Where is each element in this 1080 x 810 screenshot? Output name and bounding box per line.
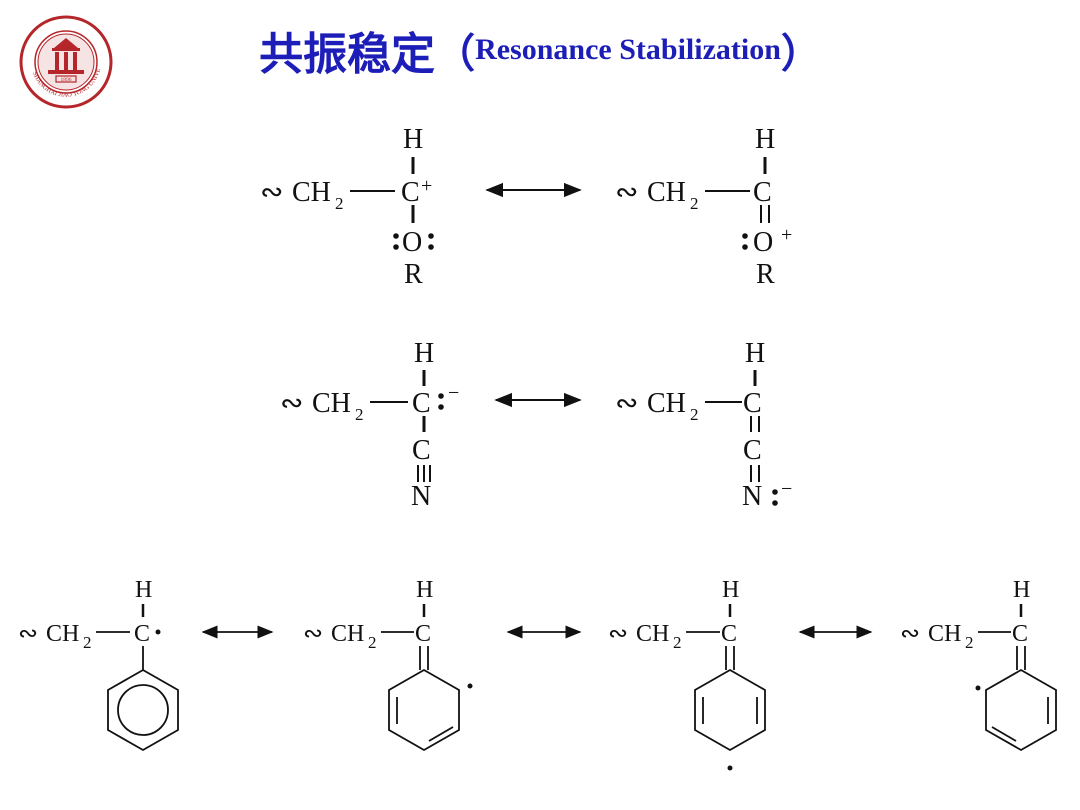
c-atom: C bbox=[415, 621, 431, 647]
title-english: Resonance Stabilization bbox=[475, 33, 781, 66]
ch2-label: CH bbox=[636, 621, 669, 647]
ch2-label: CH bbox=[46, 621, 79, 647]
c-atom: C bbox=[412, 388, 431, 419]
h-atom: H bbox=[722, 577, 739, 603]
r-group: R bbox=[404, 259, 423, 290]
h-atom: H bbox=[1013, 577, 1030, 603]
h-atom: H bbox=[403, 124, 423, 155]
carbocation-form-1: ∾ CH 2 H C + O R bbox=[260, 124, 434, 290]
subscript-2: 2 bbox=[965, 633, 974, 652]
n-atom: N bbox=[411, 481, 431, 512]
subscript-2: 2 bbox=[673, 633, 682, 652]
h-atom: H bbox=[755, 124, 775, 155]
benzyl-form-2: ∾ CH 2 H C bbox=[303, 577, 473, 752]
c-atom-nitrile: C bbox=[412, 435, 431, 466]
subscript-2: 2 bbox=[368, 633, 377, 652]
minus-charge: − bbox=[448, 382, 459, 404]
subscript-2: 2 bbox=[690, 194, 699, 213]
subscript-2: 2 bbox=[690, 405, 699, 424]
radical-dot bbox=[975, 685, 981, 691]
plus-charge: + bbox=[781, 224, 792, 246]
wave-bond: ∾ bbox=[18, 621, 38, 647]
c-atom: C bbox=[134, 621, 150, 647]
o-atom: O bbox=[402, 227, 422, 258]
ch2-label: CH bbox=[647, 388, 686, 419]
benzyl-form-4: ∾ CH 2 H C bbox=[900, 577, 1057, 752]
c-atom: C bbox=[721, 621, 737, 647]
title-open-paren: （ bbox=[435, 31, 476, 77]
h-atom: H bbox=[416, 577, 433, 603]
wave-bond: ∾ bbox=[280, 388, 303, 419]
subscript-2: 2 bbox=[83, 633, 92, 652]
carbanion-form-2: ∾ CH 2 H C C N − bbox=[615, 338, 792, 512]
ch2-label: CH bbox=[292, 177, 331, 208]
benzyl-form-1: ∾ CH 2 H C bbox=[18, 577, 179, 752]
o-atom: O bbox=[753, 227, 773, 258]
minus-charge: − bbox=[781, 478, 792, 500]
benzyl-form-3: ∾ CH 2 H C bbox=[608, 577, 766, 771]
wave-bond: ∾ bbox=[608, 621, 628, 647]
c-atom: C bbox=[1012, 621, 1028, 647]
wave-bond: ∾ bbox=[303, 621, 323, 647]
r-group: R bbox=[756, 259, 775, 290]
slide-title: 共振稳定（Resonance Stabilization） bbox=[0, 18, 1080, 82]
wave-bond: ∾ bbox=[615, 177, 638, 208]
radical-dot bbox=[467, 683, 473, 689]
university-logo: SHANGHAI JIAO TONG UNIVERSITY 1896 bbox=[18, 14, 113, 109]
c-atom: C bbox=[743, 388, 762, 419]
c-atom: C bbox=[401, 177, 420, 208]
title-close-paren: ） bbox=[780, 31, 821, 77]
n-atom: N bbox=[742, 481, 762, 512]
h-atom: H bbox=[135, 577, 152, 603]
carbanion-form-1: ∾ CH 2 H C − C N bbox=[280, 338, 459, 512]
radical-dot bbox=[155, 629, 161, 635]
subscript-2: 2 bbox=[355, 405, 364, 424]
h-atom: H bbox=[414, 338, 434, 369]
plus-charge: + bbox=[421, 175, 432, 197]
c-atom: C bbox=[753, 177, 772, 208]
ch2-label: CH bbox=[331, 621, 364, 647]
title-chinese: 共振稳定 bbox=[259, 29, 436, 80]
subscript-2: 2 bbox=[335, 194, 344, 213]
carbocation-form-2: ∾ CH 2 H C O + R bbox=[615, 124, 792, 290]
radical-dot bbox=[727, 765, 733, 771]
ch2-label: CH bbox=[312, 388, 351, 419]
h-atom: H bbox=[745, 338, 765, 369]
ch2-label: CH bbox=[647, 177, 686, 208]
wave-bond: ∾ bbox=[260, 177, 283, 208]
wave-bond: ∾ bbox=[615, 388, 638, 419]
seal-year: 1896 bbox=[61, 77, 72, 83]
ch2-label: CH bbox=[928, 621, 961, 647]
wave-bond: ∾ bbox=[900, 621, 920, 647]
c-atom-nitrile: C bbox=[743, 435, 762, 466]
